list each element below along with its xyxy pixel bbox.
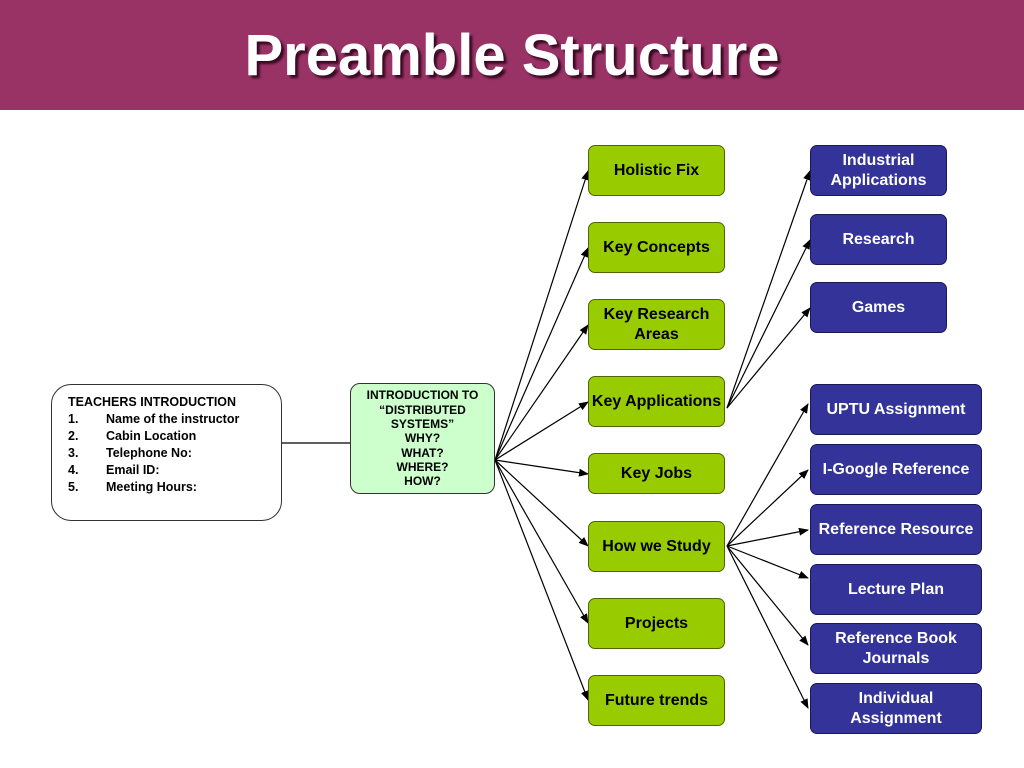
study-arrow [726, 469, 809, 547]
item-number: 1. [68, 412, 79, 426]
center-arrow [494, 401, 589, 461]
study-reference-book-journals: Reference Book Journals [810, 623, 982, 674]
center-to-topic-arrows [494, 170, 590, 701]
center-arrow [494, 459, 589, 477]
item-text: Cabin Location [106, 429, 197, 443]
teachers-item: 5. Meeting Hours: [68, 479, 273, 496]
topic-key-applications: Key Applications [588, 376, 725, 427]
center-line: WHERE? [396, 460, 449, 475]
teachers-item: 1. Name of the instructor [68, 411, 273, 428]
page-title: Preamble Structure [244, 22, 780, 88]
item-number: 2. [68, 429, 79, 443]
application-arrow [726, 239, 811, 409]
item-number: 5. [68, 480, 79, 494]
teachers-item: 2. Cabin Location [68, 428, 273, 445]
center-line: WHY? [404, 431, 441, 446]
center-line: SYSTEMS” [390, 416, 455, 431]
topic-projects: Projects [588, 598, 725, 649]
study-arrows [726, 403, 809, 709]
study-lecture-plan: Lecture Plan [810, 564, 982, 615]
study-uptu-assignment: UPTU Assignment [810, 384, 982, 435]
center-line: INTRODUCTION TO [366, 388, 479, 403]
study-reference-resource: Reference Resource [810, 504, 982, 555]
topic-key-jobs: Key Jobs [588, 453, 725, 494]
center-arrow [494, 459, 589, 624]
item-number: 3. [68, 446, 79, 460]
item-text: Email ID: [106, 463, 160, 477]
topic-key-research-areas: Key Research Areas [588, 299, 725, 350]
study-i-google-reference: I-Google Reference [810, 444, 982, 495]
study-arrow [726, 545, 809, 579]
topic-holistic-fix: Holistic Fix [588, 145, 725, 196]
applications-arrows [726, 170, 811, 409]
center-line: “DISTRIBUTED [379, 402, 466, 417]
teachers-item: 4. Email ID: [68, 462, 273, 479]
center-arrow [494, 459, 589, 701]
item-text: Name of the instructor [106, 412, 240, 426]
study-arrow [726, 545, 809, 646]
item-text: Telephone No: [106, 446, 192, 460]
center-arrow [494, 324, 589, 461]
application-arrow [726, 170, 811, 409]
center-arrow [494, 170, 590, 461]
topic-how-we-study: How we Study [588, 521, 725, 572]
teachers-heading: TEACHERS INTRODUCTION [68, 395, 237, 409]
center-line: WHAT? [401, 445, 444, 460]
teachers-introduction-box: TEACHERS INTRODUCTION 1. Name of the inst… [51, 384, 282, 521]
study-arrow [726, 403, 809, 547]
center-arrow [494, 459, 589, 547]
center-line: HOW? [404, 474, 441, 489]
study-individual-assignment: Individual Assignment [810, 683, 982, 734]
app-games: Games [810, 282, 947, 333]
study-arrow [726, 527, 809, 547]
app-research: Research [810, 214, 947, 265]
app-industrial-applications: Industrial Applications [810, 145, 947, 196]
item-text: Meeting Hours: [106, 480, 197, 494]
topic-key-concepts: Key Concepts [588, 222, 725, 273]
title-banner [0, 0, 1024, 110]
teachers-item: 3. Telephone No: [68, 445, 273, 462]
topic-future-trends: Future trends [588, 675, 725, 726]
application-arrow [726, 307, 811, 409]
item-number: 4. [68, 463, 79, 477]
center-node: INTRODUCTION TO “DISTRIBUTED SYSTEMS” WH… [350, 383, 495, 494]
study-arrow [726, 545, 809, 709]
center-arrow [494, 247, 589, 461]
